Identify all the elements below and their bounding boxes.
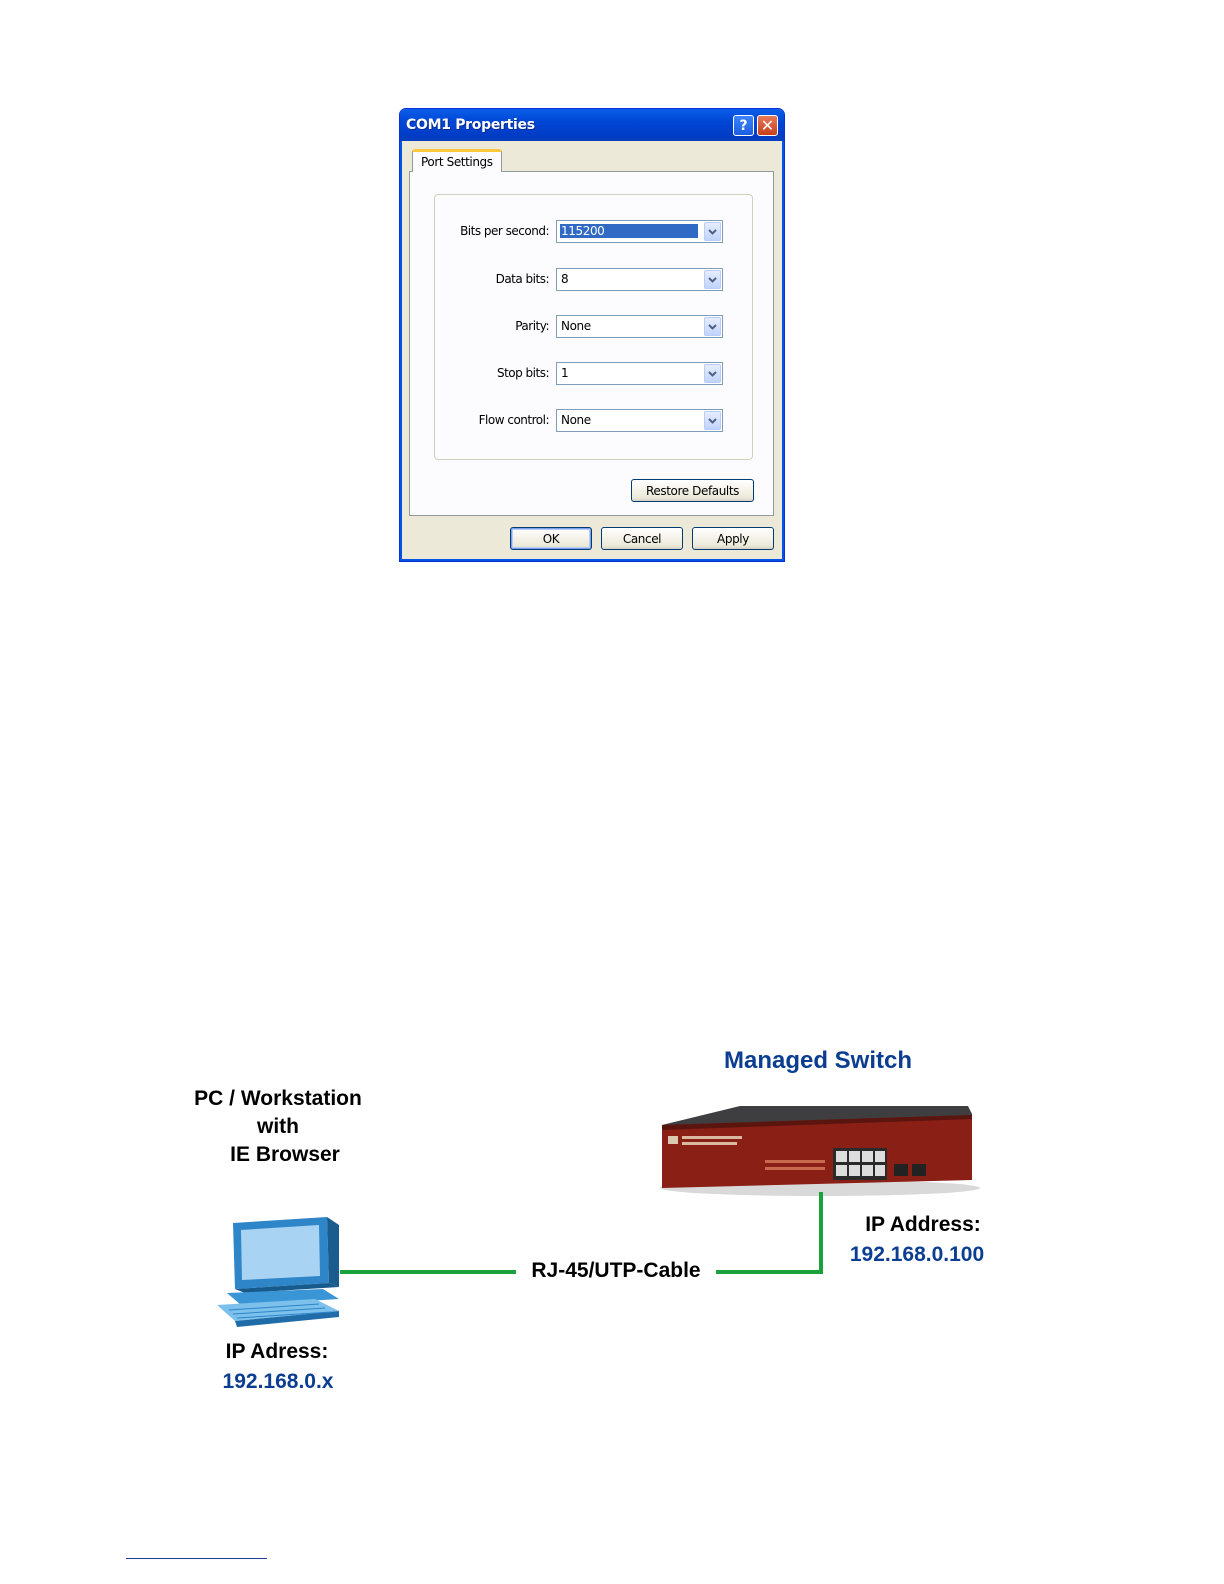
pc-ip-label: IP Adress: <box>192 1340 362 1364</box>
switch-ip-label: IP Address: <box>838 1213 1008 1237</box>
cable-label: RJ-45/UTP-Cable <box>516 1259 716 1283</box>
pc-ip-value: 192.168.0.x <box>193 1370 363 1394</box>
footer-rule <box>126 1558 267 1559</box>
computer-icon <box>215 1213 343 1331</box>
tab-port-settings[interactable]: Port Settings <box>412 149 502 172</box>
monitor-screen <box>241 1225 320 1280</box>
cable-right <box>716 1192 821 1272</box>
switch-ip-value: 192.168.0.100 <box>832 1243 1002 1267</box>
